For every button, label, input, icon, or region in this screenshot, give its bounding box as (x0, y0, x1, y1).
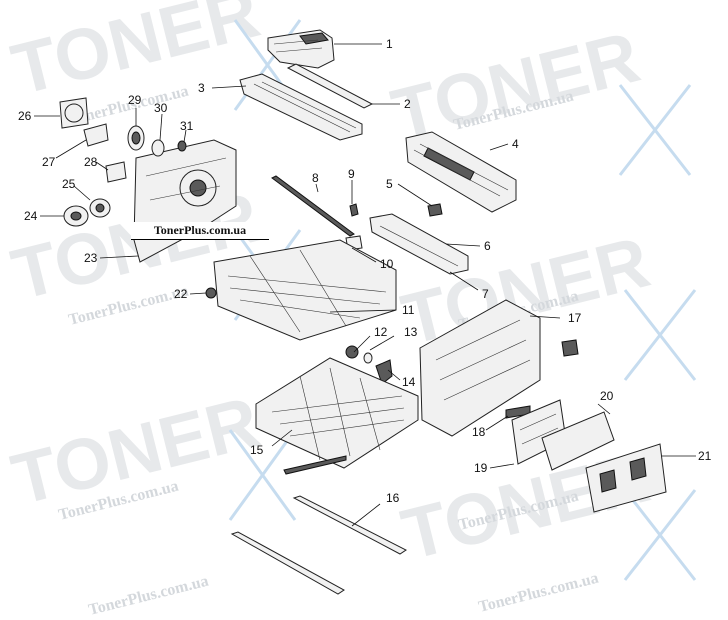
callout-3: 3 (198, 81, 205, 95)
callout-23: 23 (84, 251, 98, 265)
callout-20: 20 (600, 389, 614, 403)
part-13-gear (363, 352, 373, 364)
callout-11: 11 (402, 303, 415, 317)
part-4-fuser (405, 131, 517, 213)
part-31-gear (177, 140, 187, 152)
part-14-lever (375, 359, 393, 385)
part-17-side-frame (419, 299, 579, 437)
watermark-x-mark (618, 84, 692, 176)
callout-28: 28 (84, 155, 98, 169)
part-15-paper-tray (255, 357, 419, 475)
callout-22: 22 (174, 287, 188, 301)
callout-labels: 1 2 3 4 5 6 7 8 9 10 11 12 13 14 15 16 1… (18, 37, 712, 505)
callout-31: 31 (180, 119, 194, 133)
watermark-x-mark (623, 289, 697, 381)
callout-10: 10 (380, 257, 394, 271)
watermark-url: TonerPlus.com.ua (87, 573, 210, 619)
part-24-gear (63, 205, 89, 227)
source-label: TonerPlus.com.ua (131, 222, 269, 240)
callout-17: 17 (568, 311, 582, 325)
callout-14: 14 (402, 375, 416, 389)
callout-15: 15 (250, 443, 264, 457)
callout-5: 5 (386, 177, 393, 191)
part-16-strip (230, 495, 407, 595)
part-21-power-unit (585, 443, 667, 513)
part-25-gear (89, 198, 111, 218)
callout-7: 7 (482, 287, 489, 301)
callout-16: 16 (386, 491, 400, 505)
part-3-frame (239, 73, 363, 141)
callout-19: 19 (474, 461, 488, 475)
part-20-board (541, 411, 615, 471)
callout-26: 26 (18, 109, 32, 123)
part-5-clip (427, 203, 443, 217)
callout-30: 30 (154, 101, 168, 115)
callout-18: 18 (472, 425, 486, 439)
callout-8: 8 (312, 171, 319, 185)
callout-13: 13 (404, 325, 418, 339)
callout-6: 6 (484, 239, 491, 253)
leader-lines (34, 43, 696, 527)
watermark-x-mark (623, 489, 697, 581)
part-6-bracket (369, 213, 469, 275)
callout-21: 21 (698, 449, 712, 463)
part-9-pin (349, 203, 359, 217)
part-12-gear (345, 345, 359, 359)
callout-1: 1 (386, 37, 393, 51)
part-26-fan (59, 97, 89, 129)
part-1-laser-unit (267, 29, 335, 69)
callout-27: 27 (42, 155, 56, 169)
callout-12: 12 (374, 325, 388, 339)
part-30-gear (151, 139, 165, 157)
part-8-roller (271, 175, 355, 237)
callout-29: 29 (128, 93, 142, 107)
part-27-bracket (83, 123, 109, 147)
part-22-gear (205, 287, 217, 299)
callout-4: 4 (512, 137, 519, 151)
callout-25: 25 (62, 177, 76, 191)
callout-9: 9 (348, 167, 355, 181)
part-29-gear (127, 125, 145, 151)
watermark-url: TonerPlus.com.ua (477, 570, 600, 616)
part-28-plate (105, 161, 127, 183)
callout-2: 2 (404, 97, 411, 111)
source-label-text: TonerPlus.com.ua (153, 223, 247, 237)
watermark-x-mark (228, 429, 297, 521)
callout-24: 24 (24, 209, 38, 223)
